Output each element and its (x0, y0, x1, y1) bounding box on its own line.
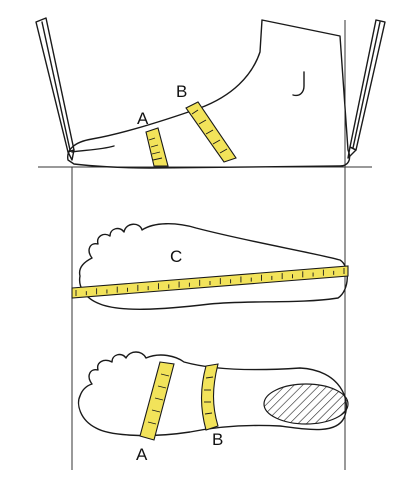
sole-label-b: B (212, 430, 223, 449)
right-measuring-post (347, 19, 386, 159)
sole-label-a: A (136, 445, 148, 464)
sole-tape-a (139, 361, 175, 441)
heel-hatched-area (263, 383, 349, 425)
foot-top-view-length (71, 223, 349, 310)
side-label-a: A (137, 109, 149, 128)
length-label-c: C (170, 247, 182, 266)
length-tape-ticks (75, 268, 345, 296)
sole-tape-b (201, 363, 219, 431)
foot-sole-view (77, 351, 349, 437)
foot-side-view (67, 19, 351, 169)
side-tape-b (185, 101, 237, 163)
left-measuring-post (35, 17, 75, 161)
side-label-b: B (176, 82, 187, 101)
side-tape-a (145, 127, 169, 167)
ankle-mark (292, 71, 305, 97)
